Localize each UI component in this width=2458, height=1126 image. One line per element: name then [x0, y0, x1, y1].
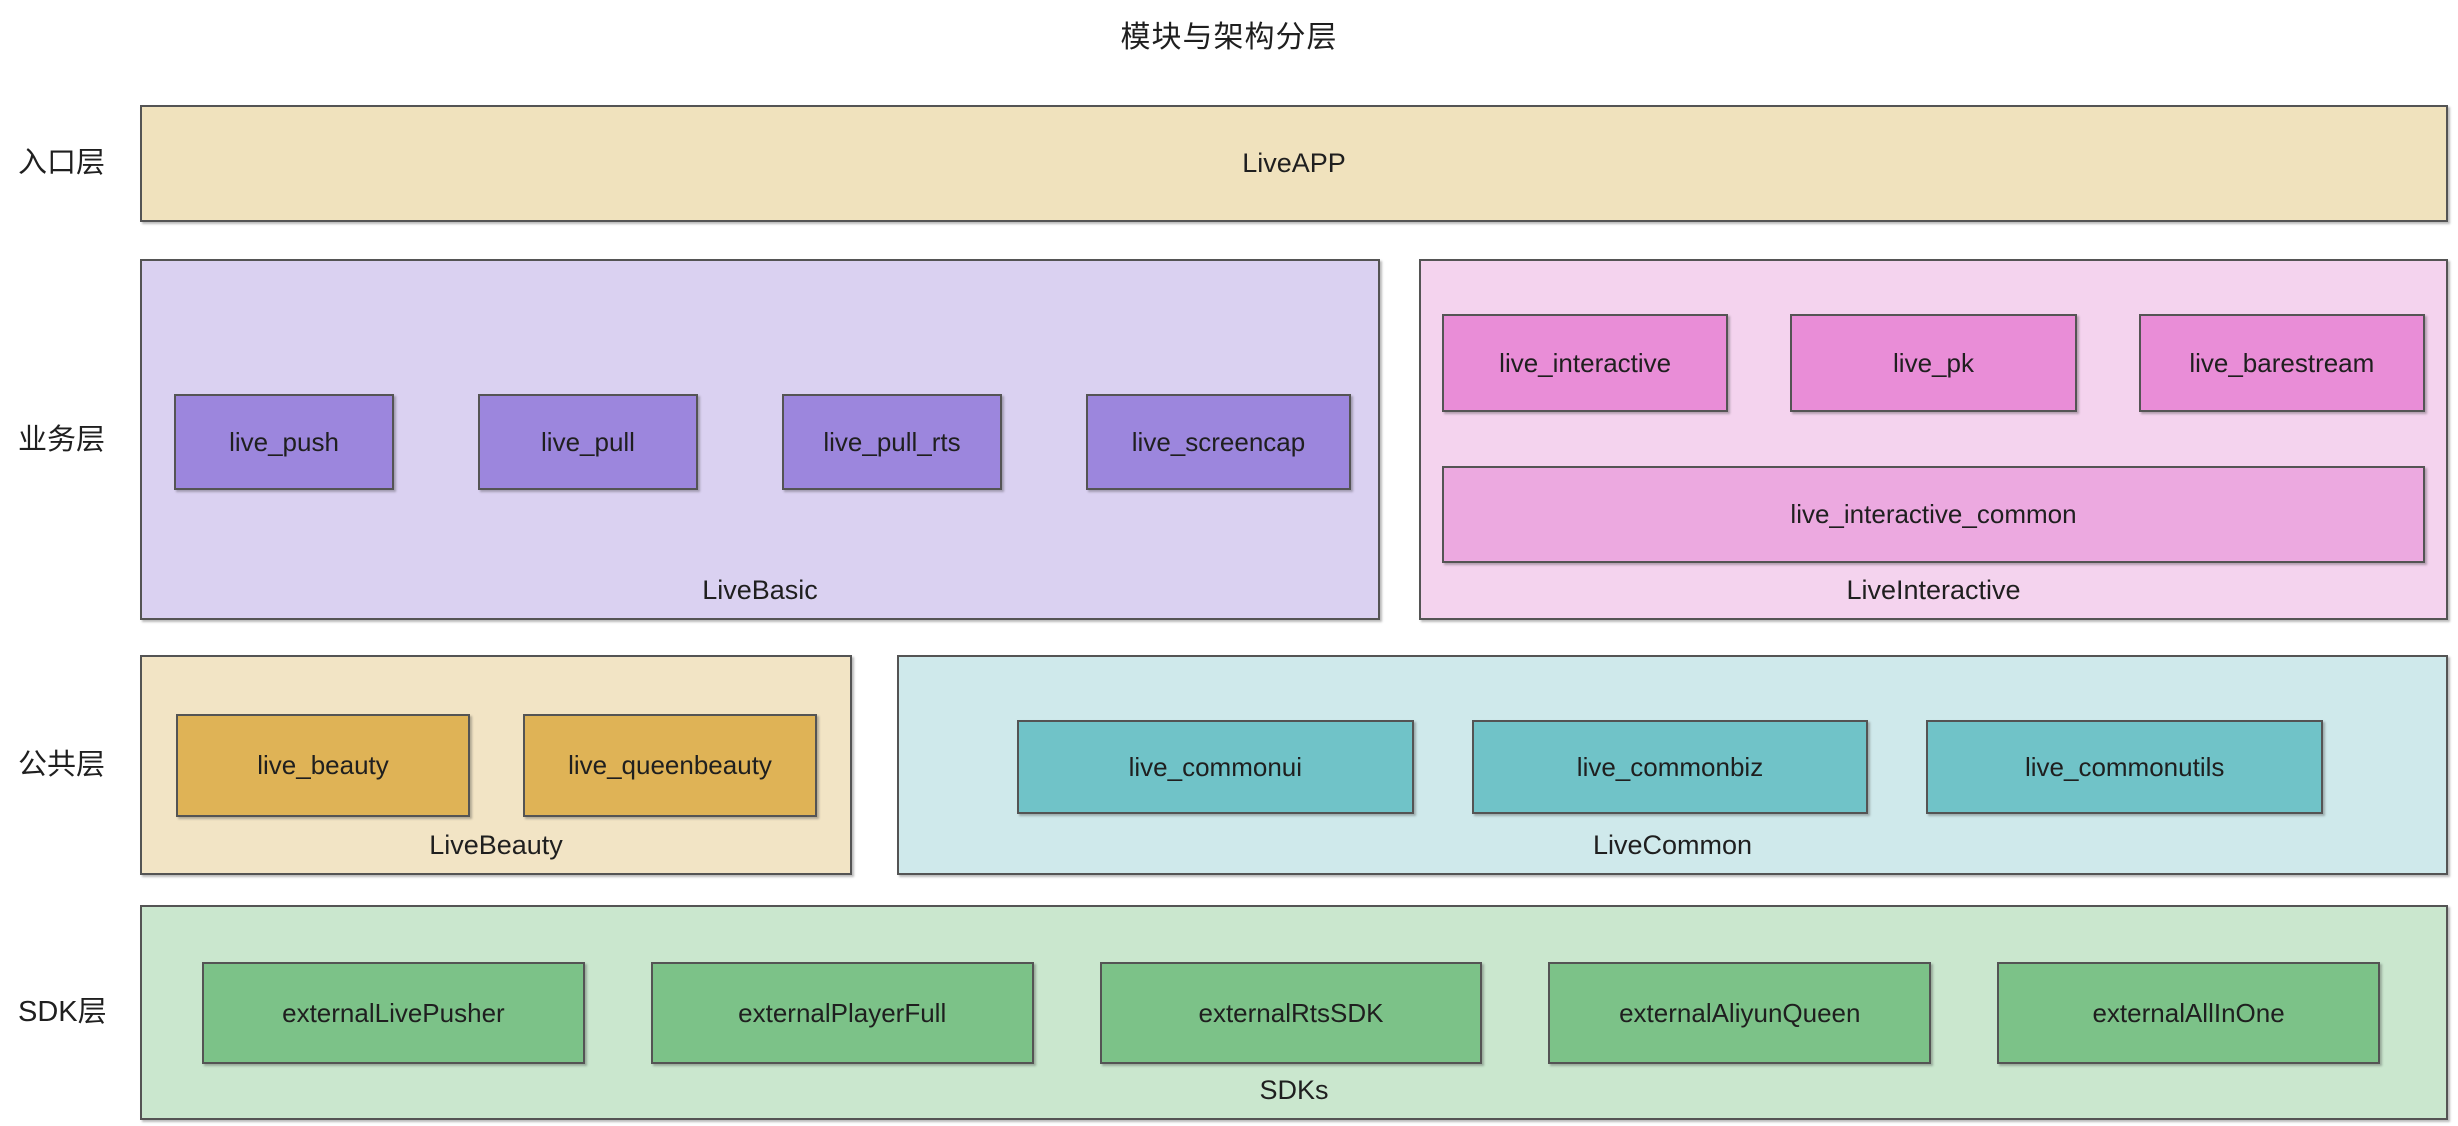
group-label-liveapp: LiveAPP [1242, 148, 1346, 178]
group-label-livebasic: LiveBasic [702, 575, 818, 605]
layer-label-sdk: SDK层 [18, 996, 107, 1028]
livecommon-module-row: live_commonui live_commonbiz live_common… [1017, 720, 2324, 814]
livebasic-module-row: live_push live_pull live_pull_rts live_s… [174, 394, 1351, 490]
module-external-aliyunqueen: externalAliyunQueen [1548, 962, 1932, 1064]
diagram-title: 模块与架构分层 [1120, 21, 1338, 54]
module-live-interactive: live_interactive [1442, 314, 1729, 412]
group-label-livecommon: LiveCommon [1592, 830, 1753, 860]
liveinteractive-module-row: live_interactive live_pk live_barestream [1442, 314, 2425, 412]
group-liveinteractive: live_interactive live_pk live_barestream… [1419, 259, 2448, 620]
group-label-liveinteractive: LiveInteractive [1846, 575, 2021, 605]
group-label-sdks: SDKs [1259, 1075, 1329, 1105]
module-live-commonbiz: live_commonbiz [1471, 720, 1869, 814]
module-live-pull-rts: live_pull_rts [782, 394, 1002, 490]
group-livebeauty: live_beauty live_queenbeauty LiveBeauty [140, 655, 852, 875]
module-live-commonui: live_commonui [1017, 720, 1414, 814]
module-live-push: live_push [174, 394, 394, 490]
layer-label-common: 公共层 [18, 749, 106, 781]
livebeauty-module-row: live_beauty live_queenbeauty [176, 714, 817, 817]
sdks-module-row: externalLivePusher externalPlayerFull ex… [202, 962, 2380, 1064]
module-live-screencap: live_screencap [1086, 394, 1351, 490]
group-sdks: externalLivePusher externalPlayerFull ex… [140, 905, 2448, 1120]
group-livecommon: live_commonui live_commonbiz live_common… [897, 655, 2448, 875]
module-live-commonutils: live_commonutils [1926, 720, 2324, 814]
module-external-livepusher: externalLivePusher [202, 962, 585, 1064]
module-live-beauty: live_beauty [176, 714, 470, 817]
group-label-livebeauty: LiveBeauty [429, 830, 563, 860]
module-live-barestream: live_barestream [2138, 314, 2425, 412]
module-live-pull: live_pull [478, 394, 698, 490]
layer-label-entry: 入口层 [18, 147, 106, 179]
module-external-playerfull: externalPlayerFull [650, 962, 1034, 1064]
module-live-pk: live_pk [1790, 314, 2077, 412]
module-external-allinone: externalAllInOne [1997, 962, 2380, 1064]
module-live-queenbeauty: live_queenbeauty [523, 714, 817, 817]
group-liveapp: LiveAPP [140, 105, 2448, 222]
layer-label-business: 业务层 [18, 424, 106, 456]
module-external-rtssdk: externalRtsSDK [1099, 962, 1483, 1064]
module-live-interactive-common: live_interactive_common [1442, 466, 2425, 563]
group-livebasic: live_push live_pull live_pull_rts live_s… [140, 259, 1380, 620]
